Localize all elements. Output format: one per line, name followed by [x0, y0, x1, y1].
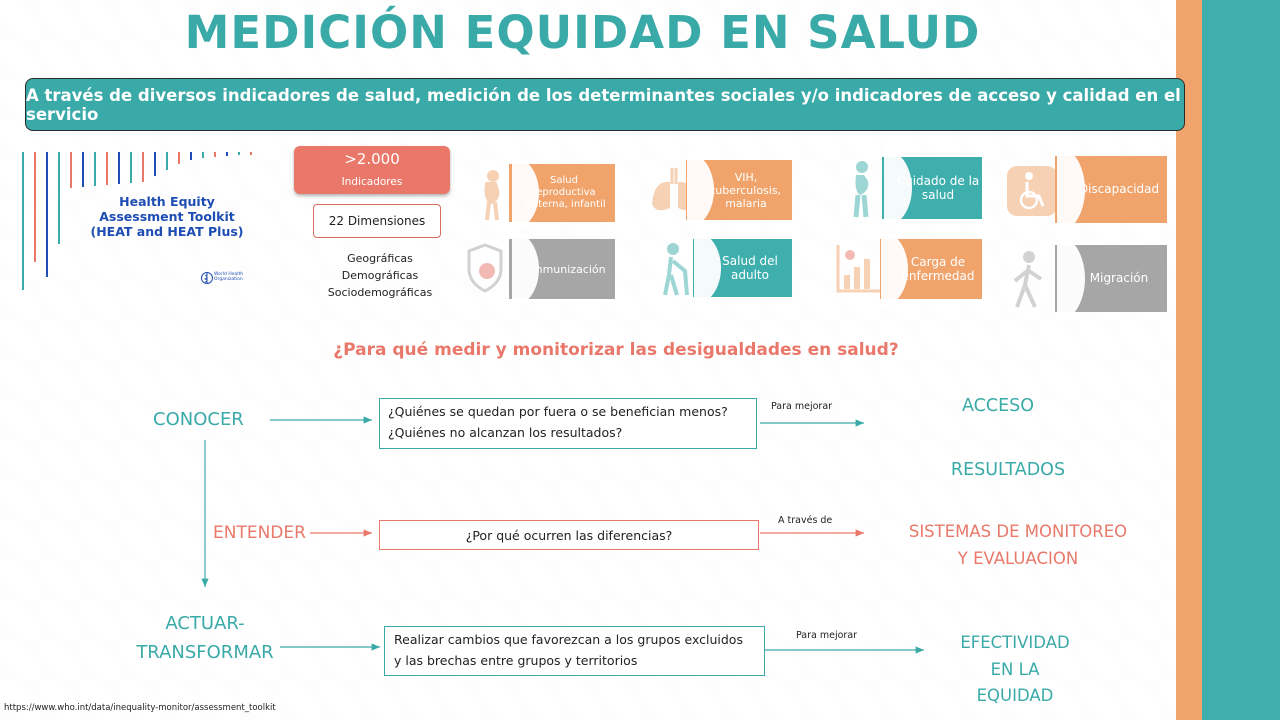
actuar-action-box: Realizar cambios que favorezcan a los gr… — [384, 626, 765, 676]
source-url: https://www.who.int/data/inequality-moni… — [4, 703, 276, 713]
logo-bar — [82, 152, 84, 187]
topic-tag-adult-health: Salud del adulto — [655, 231, 792, 305]
logo-bar — [70, 152, 72, 188]
indicators-badge: >2.000 Indicadores — [294, 146, 450, 194]
arrow-note-a-traves-de: A través de — [778, 515, 833, 526]
logo-line3: (HEAT and HEAT Plus) — [90, 224, 244, 239]
flow-step-entender: ENTENDER — [213, 523, 306, 543]
logo-bar — [214, 152, 216, 157]
logo-bar — [166, 152, 168, 170]
elderly-person-icon — [663, 243, 689, 296]
heat-logo-bars — [22, 152, 252, 290]
topic-label: VIH, tuberculosis, malaria — [710, 170, 782, 210]
logo-bar — [118, 152, 120, 184]
dimension-type: Geográficas — [347, 252, 413, 265]
outcome-efectividad: EFECTIVIDAD EN LA EQUIDAD — [960, 633, 1070, 705]
logo-bar — [154, 152, 156, 176]
page-title: MEDICIÓN EQUIDAD EN SALUD — [184, 6, 981, 59]
side-stripe-teal — [1202, 0, 1280, 720]
outcome-sistemas: SISTEMAS DE MONITOREO Y EVALUACION — [908, 522, 1128, 568]
logo-bar — [178, 152, 180, 164]
logo-bar — [250, 152, 252, 155]
pregnant-woman-icon — [853, 161, 869, 218]
logo-line1: Health Equity — [119, 194, 215, 209]
logo-bar — [46, 152, 48, 277]
who-org-name: World Health Organization — [214, 272, 244, 282]
topic-tag-healthcare: Cuidado de la salud — [840, 149, 982, 227]
flow-step-actuar: ACTUAR- TRANSFORMAR — [136, 613, 274, 663]
logo-bar — [190, 152, 192, 160]
heat-logo-text: Health Equity Assessment Toolkit (HEAT a… — [72, 194, 262, 239]
indicators-count: >2.000 — [344, 150, 400, 168]
arrow-note-para-mejorar: Para mejorar — [771, 401, 833, 412]
logo-bar — [94, 152, 96, 186]
topic-label: Discapacidad — [1078, 182, 1160, 196]
logo-line2: Assessment Toolkit — [99, 209, 235, 224]
flow-step-conocer: CONOCER — [153, 409, 244, 430]
topic-tag-immunization: Inmunización — [465, 231, 615, 307]
pregnant-woman-icon — [484, 170, 500, 221]
topic-label: Cuidado de la salud — [896, 174, 980, 202]
logo-bar — [22, 152, 24, 290]
topic-label: Migración — [1089, 271, 1149, 285]
logo-bar — [142, 152, 144, 182]
logo-bar — [226, 152, 228, 156]
logo-bar — [238, 152, 240, 155]
dimension-type: Demográficas — [341, 269, 419, 282]
dimensions-badge: 22 Dimensiones — [313, 204, 441, 238]
topic-tag-disability: Discapacidad — [1003, 146, 1167, 233]
logo-bar — [58, 152, 60, 244]
logo-bar — [202, 152, 204, 158]
flow-connectors — [201, 416, 924, 654]
arrow-note-para-mejorar: Para mejorar — [796, 630, 858, 641]
chart-icon — [836, 245, 882, 293]
outcome-resultados: RESULTADOS — [950, 460, 1066, 480]
lungs-icon — [652, 168, 696, 211]
topic-label: Salud reproductiva materna, infantil — [522, 175, 606, 210]
topic-label: Inmunización — [532, 262, 606, 276]
wheelchair-icon — [1007, 166, 1057, 216]
subtitle-banner: A través de diversos indicadores de salu… — [25, 78, 1185, 131]
walking-person-icon — [1013, 251, 1043, 308]
logo-bar — [106, 152, 108, 185]
virus-shield-icon — [467, 243, 503, 293]
topic-label: Salud del adulto — [722, 254, 778, 282]
who-emblem-icon — [201, 272, 213, 284]
topic-tag-disease-burden: Carga de enfermedad — [834, 231, 982, 307]
entender-question-box: ¿Por qué ocurren las diferencias? — [379, 520, 759, 550]
section-question: ¿Para qué medir y monitorizar las desigu… — [333, 340, 899, 360]
logo-bar — [130, 152, 132, 183]
conocer-questions-box: ¿Quiénes se quedan por fuera o se benefi… — [379, 398, 757, 449]
indicators-label: Indicadores — [341, 176, 403, 188]
outcome-acceso: ACCESO — [961, 396, 1035, 416]
dimension-types: Geográficas Demográficas Sociodemográfic… — [300, 250, 460, 301]
topic-tag-reproductive-health: Salud reproductiva materna, infantil — [465, 156, 615, 230]
topic-tag-migration: Migración — [1003, 235, 1167, 322]
topic-label: Carga de enfermedad — [901, 255, 975, 283]
topic-tag-hiv-tb-malaria: VIH, tuberculosis, malaria — [640, 152, 792, 228]
logo-bar — [34, 152, 36, 262]
dimension-type: Sociodemográficas — [327, 286, 433, 299]
